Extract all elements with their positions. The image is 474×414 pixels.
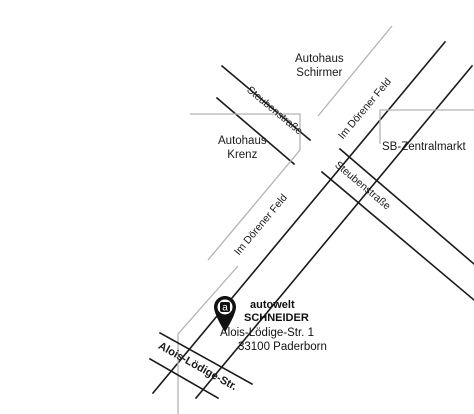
place-autohaus-schirmer-line2: Schirmer [296, 67, 343, 79]
company-name-line1: autowelt [250, 299, 295, 311]
road-alois-lodige-bottom-edge [148, 357, 220, 400]
company-street: Alois-Lödige-Str. 1 [220, 327, 314, 339]
side-road-right-outline [379, 109, 474, 144]
road-steubenstrasse-se-bottom-edge [320, 170, 474, 302]
road-steubenstrasse-se-top-edge [338, 147, 474, 266]
road-steubenstrasse-nw-top-edge [220, 64, 312, 142]
place-autohaus-krenz-line2: Krenz [227, 149, 258, 161]
map-pin-icon[interactable]: a [214, 296, 236, 332]
side-road-left-outline [190, 113, 301, 261]
side-road-bottom-outline [177, 265, 239, 414]
side-road-top-outline [317, 25, 393, 117]
road-steubenstrasse-nw-bottom-edge [215, 96, 296, 166]
road-alois-lodige-top-edge [158, 331, 254, 386]
road-im-doerener-feld-left-edge [151, 40, 447, 395]
place-autohaus-schirmer-line1: Autohaus [295, 53, 344, 65]
company-name-line2: SCHNEIDER [244, 312, 309, 324]
place-autohaus-schirmer: Autohaus Schirmer [295, 52, 344, 80]
company-city: 33100 Paderborn [238, 341, 327, 353]
place-autohaus-krenz: Autohaus Krenz [218, 134, 267, 162]
place-autohaus-krenz-line1: Autohaus [218, 135, 267, 147]
pin-letter: a [222, 303, 228, 314]
road-im-doerener-feld-right-edge [194, 64, 474, 400]
place-sb-zentralmarkt: SB-Zentralmarkt [382, 141, 466, 153]
